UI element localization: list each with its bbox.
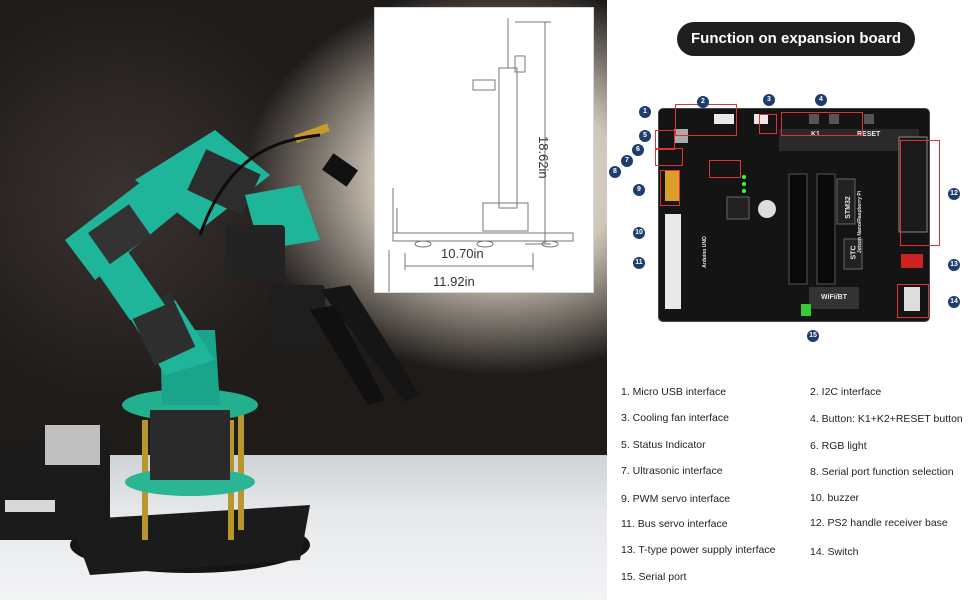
feature-14: 14. Switch	[810, 546, 859, 558]
robot-arm-illustration	[0, 123, 420, 575]
callout-8: 8	[609, 166, 621, 178]
highlight-box-ps2	[900, 140, 940, 246]
arduino-label: Arduino UNO	[701, 236, 708, 268]
callout-9: 9	[633, 184, 645, 196]
feature-3: 3. Cooling fan interface	[621, 412, 729, 424]
k1-label: K1	[811, 131, 820, 138]
callout-3: 3	[763, 94, 775, 106]
highlight-box-fan	[759, 114, 777, 134]
highlight-box-rgb	[655, 148, 683, 166]
callout-6: 6	[632, 144, 644, 156]
feature-2: 2. I2C interface	[810, 386, 882, 398]
board-components	[665, 114, 928, 316]
highlight-box-usb-i2c	[675, 104, 737, 136]
highlight-box-status	[655, 130, 675, 150]
callout-10: 10	[633, 227, 645, 239]
height-dimension: 18.62in	[536, 136, 551, 179]
callout-1: 1	[639, 106, 651, 118]
callout-11: 11	[633, 257, 645, 269]
outer-width-dimension: 11.92in	[433, 274, 475, 289]
feature-13: 13. T-type power supply interface	[621, 544, 776, 556]
callout-7: 7	[621, 155, 633, 167]
wifi-bt-label: WiFi/BT	[821, 294, 847, 301]
robot-arm-photo: 18.62in 10.70in 11.92in	[0, 0, 607, 600]
callout-5: 5	[639, 130, 651, 142]
highlight-box-switch	[897, 284, 929, 318]
jetson-raspberry-label: Jetson Nano/Raspberry Pi	[857, 190, 864, 254]
highlight-box-serial-select	[709, 160, 741, 178]
feature-15: 15. Serial port	[621, 571, 687, 583]
callout-2: 2	[697, 96, 709, 108]
feature-10: 10. buzzer	[810, 492, 860, 504]
dimension-drawing: 18.62in 10.70in 11.92in	[374, 7, 594, 295]
feature-12: 12. PS2 handle receiver base	[810, 517, 948, 529]
stc-label: STC	[850, 245, 858, 260]
dimension-lines	[388, 18, 574, 295]
highlight-box-pwm	[660, 170, 680, 206]
expansion-board-image: K1 RESET STM32 Jetson Nano/Raspberry Pi …	[659, 109, 929, 321]
feature-7: 7. Ultrasonic interface	[621, 465, 723, 477]
stm32-label: STM32	[844, 196, 852, 219]
feature-9: 9. PWM servo interface	[621, 493, 731, 505]
callout-14: 14	[948, 296, 960, 308]
callout-12: 12	[948, 188, 960, 200]
callout-4: 4	[815, 94, 827, 106]
reset-label: RESET	[857, 131, 881, 138]
feature-5: 5. Status Indicator	[621, 439, 706, 451]
callout-13: 13	[948, 259, 960, 271]
feature-11: 11. Bus servo interface	[621, 518, 728, 530]
callout-15: 15	[807, 330, 819, 342]
inner-width-dimension: 10.70in	[441, 246, 484, 261]
feature-4: 4. Button: K1+K2+RESET button	[810, 413, 963, 425]
section-heading: Function on expansion board	[677, 22, 915, 56]
feature-1: 1. Micro USB interface	[621, 386, 727, 398]
highlight-box-buttons	[781, 112, 863, 136]
feature-8: 8. Serial port function selection	[810, 466, 954, 478]
feature-6: 6. RGB light	[810, 440, 867, 452]
